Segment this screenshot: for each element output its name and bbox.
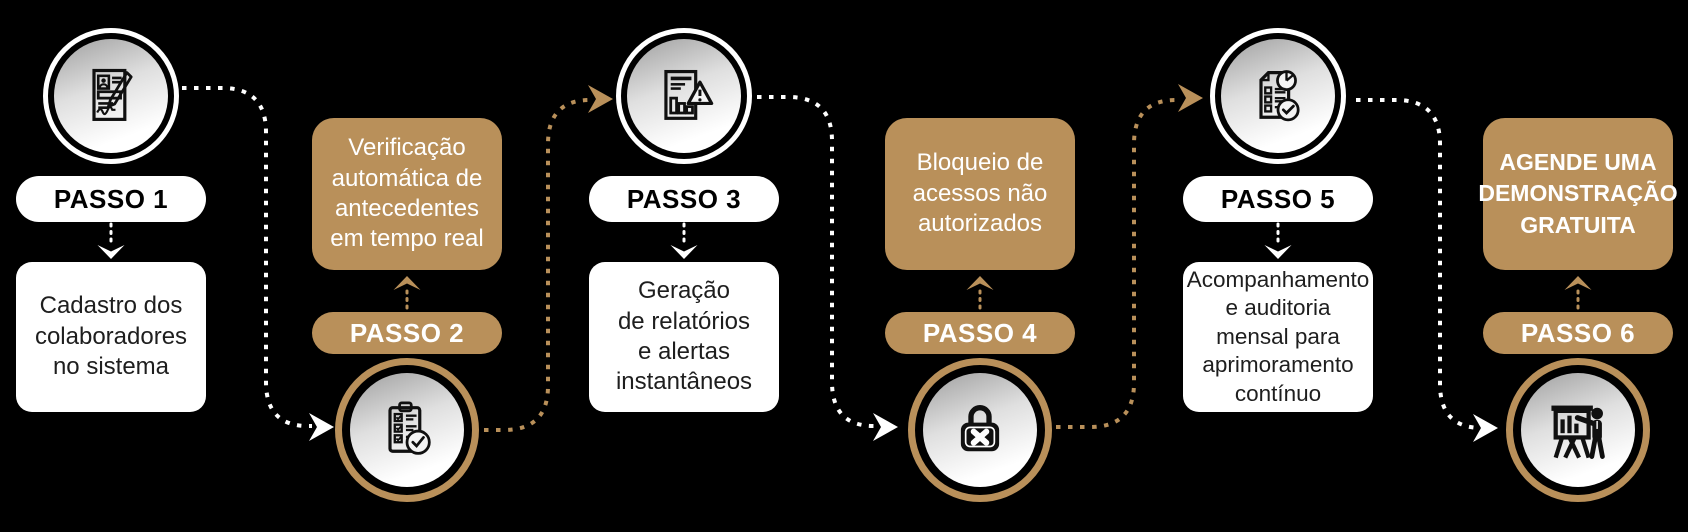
audit-report-icon xyxy=(1259,70,1300,122)
arrow-down-icon xyxy=(670,222,698,259)
step-4: Bloqueio de acessos não autorizados PASS… xyxy=(885,0,1075,532)
step-5-label: PASSO 5 xyxy=(1183,176,1373,222)
step-6-description: AGENDE UMA DEMONSTRAÇÃO GRATUITA xyxy=(1478,118,1678,270)
step-3-label: PASSO 3 xyxy=(589,176,779,222)
step-2-medallion xyxy=(335,358,479,502)
step-4-label: PASSO 4 xyxy=(885,312,1075,354)
step-1-label: PASSO 1 xyxy=(16,176,206,222)
presentation-icon xyxy=(1551,405,1605,459)
signed-document-icon xyxy=(92,68,133,121)
arrow-down-icon xyxy=(1264,222,1292,259)
step-5-description: Acompanhamento e auditoria mensal para a… xyxy=(1183,262,1373,412)
connector-step5-step6 xyxy=(1356,98,1483,430)
step-4-description: Bloqueio de acessos não autorizados xyxy=(885,118,1075,270)
step-2: Verificação automática de antecedentes e… xyxy=(312,0,502,532)
arrow-down-icon xyxy=(97,222,125,259)
report-alert-icon xyxy=(664,69,714,120)
step-1-description: Cadastro dos colaboradores no sistema xyxy=(16,262,206,412)
arrow-up-icon xyxy=(1564,276,1592,314)
step-1-medallion xyxy=(43,28,179,164)
arrow-up-icon xyxy=(393,276,421,314)
step-3-description: Geração de relatórios e alertas instantâ… xyxy=(589,262,779,412)
step-4-medallion xyxy=(908,358,1052,502)
step-6: AGENDE UMA DEMONSTRAÇÃO GRATUITA PASSO 6 xyxy=(1478,0,1678,532)
step-2-description: Verificação automática de antecedentes e… xyxy=(312,118,502,270)
step-3: PASSO 3 Geração de relatórios e alertas … xyxy=(589,0,779,532)
step-3-medallion xyxy=(616,28,752,164)
step-6-label: PASSO 6 xyxy=(1483,312,1673,354)
arrow-up-icon xyxy=(966,276,994,314)
step-5: PASSO 5 Acompanhamento e auditoria mensa… xyxy=(1183,0,1373,532)
checklist-check-icon xyxy=(388,401,431,455)
lock-blocked-icon xyxy=(960,405,1000,452)
step-6-medallion xyxy=(1506,358,1650,502)
step-5-medallion xyxy=(1210,28,1346,164)
step-1: PASSO 1 Cadastro dos colaboradores no si… xyxy=(16,0,206,532)
step-2-label: PASSO 2 xyxy=(312,312,502,354)
